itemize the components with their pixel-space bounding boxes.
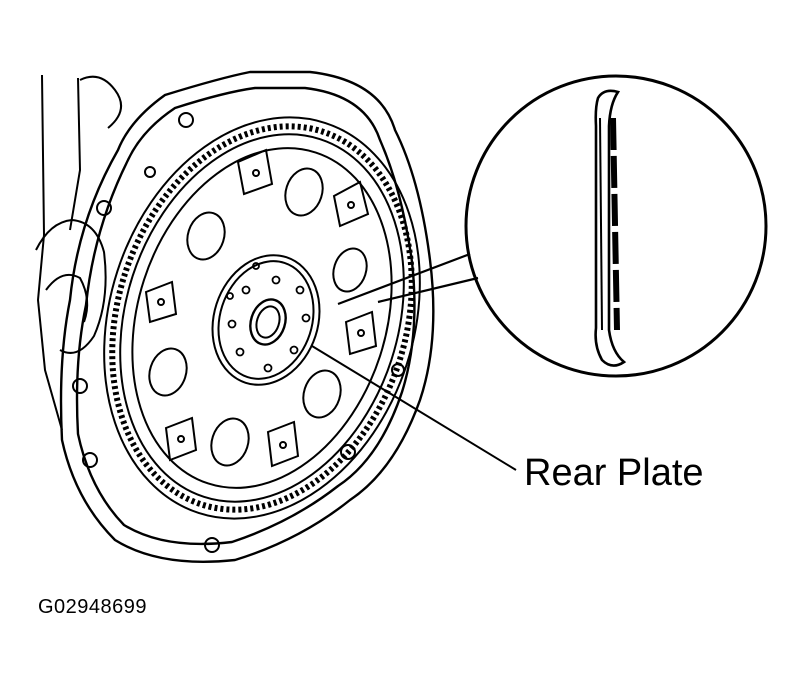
detail-leader [337,252,479,306]
hub-bolt-holes [226,262,311,373]
drive-plate-tabs [144,148,378,468]
detail-magnifier [464,74,768,378]
rear-plate-hub [211,254,321,386]
figure-id: G02948699 [38,596,148,618]
ring-gear [103,116,421,520]
drive-plate-holes [148,167,368,467]
flange-bolt-holes [72,112,405,553]
engine-block-outline [35,74,123,431]
callout-leader-line [311,345,517,471]
drive-plate [131,147,393,489]
rear-plate-label: Rear Plate [524,452,704,494]
